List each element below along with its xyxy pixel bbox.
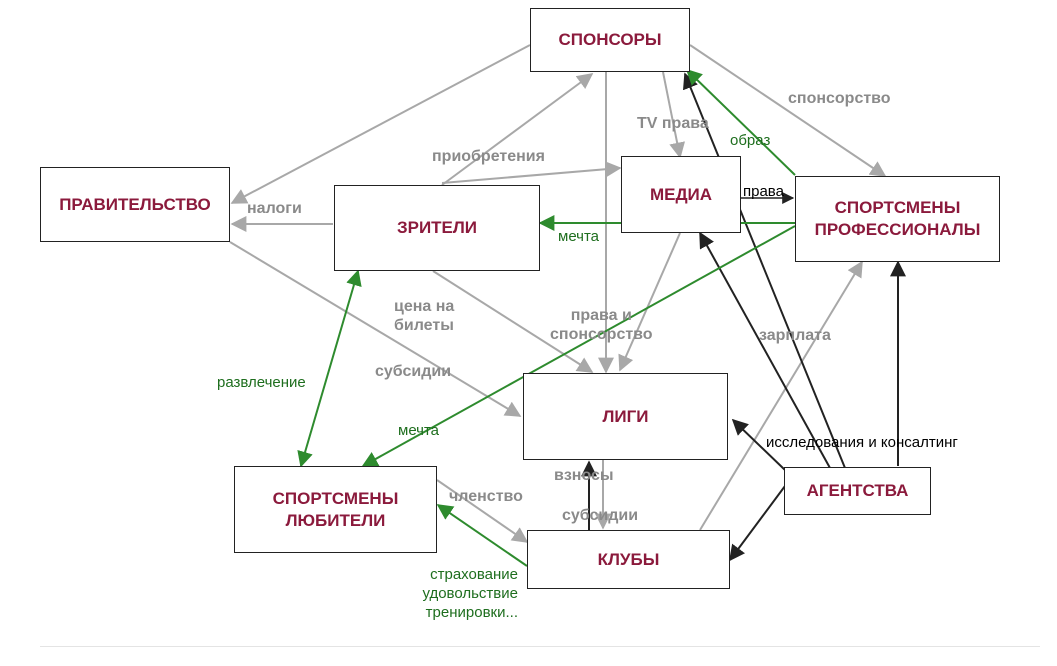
label-subsidies-left: субсидии xyxy=(375,363,452,380)
label-ticket-price: цена на билеты xyxy=(394,298,455,334)
node-spectators: ЗРИТЕЛИ xyxy=(334,185,540,271)
edge-agencies-media xyxy=(699,231,831,469)
edge-spectators-leagues xyxy=(432,270,594,373)
edge-spectators-amateur xyxy=(297,269,362,468)
edge-spectators-media xyxy=(441,161,622,184)
label-sponsorship: спонсорство xyxy=(788,90,891,107)
edge-amateur-clubs xyxy=(436,479,529,543)
node-amateur-athletes: СПОРТСМЕНЫ ЛЮБИТЕЛИ xyxy=(234,466,437,553)
label-rights: права xyxy=(743,183,784,200)
label-fees: взносы xyxy=(554,467,614,484)
edge-sponsors-pro xyxy=(689,44,887,177)
edge-pro-amateur xyxy=(361,225,796,467)
edge-sponsors-media xyxy=(662,71,686,159)
node-government: ПРАВИТЕЛЬСТВО xyxy=(40,167,230,242)
node-media: МЕДИА xyxy=(621,156,741,233)
label-insurance: страхование удовольствие тренировки... xyxy=(422,566,518,621)
edge-agencies-clubs xyxy=(729,485,786,562)
edge-government-leagues xyxy=(229,241,522,417)
edge-sponsors-government xyxy=(230,44,531,204)
node-sponsors: СПОНСОРЫ xyxy=(530,8,690,72)
label-rights-sponsorship: права и спонсорство xyxy=(550,307,653,343)
bottom-divider xyxy=(40,646,1040,647)
label-entertainment: развлечение xyxy=(217,374,306,391)
node-pro-athletes: СПОРТСМЕНЫ ПРОФЕССИОНАЛЫ xyxy=(795,176,1000,262)
label-membership: членство xyxy=(449,488,523,505)
edge-media-leagues xyxy=(618,232,681,372)
edge-agencies-leagues xyxy=(731,418,786,471)
label-image: образ xyxy=(730,132,771,149)
edge-spectators-sponsors xyxy=(441,73,594,186)
node-leagues: ЛИГИ xyxy=(523,373,728,460)
label-dream-bottom: мечта xyxy=(398,422,440,439)
edge-clubs-amateur xyxy=(436,504,528,567)
label-dream-top: мечта xyxy=(558,228,600,245)
label-taxes: налоги xyxy=(247,200,302,217)
node-clubs: КЛУБЫ xyxy=(527,530,730,589)
label-subsidies-bottom: субсидии xyxy=(562,507,639,524)
node-agencies: АГЕНТСТВА xyxy=(784,467,931,515)
label-tv-rights: TV права xyxy=(637,115,709,132)
label-salary: зарплата xyxy=(759,327,831,344)
edge-pro-sponsors xyxy=(685,68,796,176)
edge-clubs-pro xyxy=(699,260,863,531)
edge-agencies-sponsors xyxy=(683,72,846,469)
label-acquisitions: приобретения xyxy=(432,148,545,165)
label-research: исследования и консалтинг xyxy=(766,434,958,451)
